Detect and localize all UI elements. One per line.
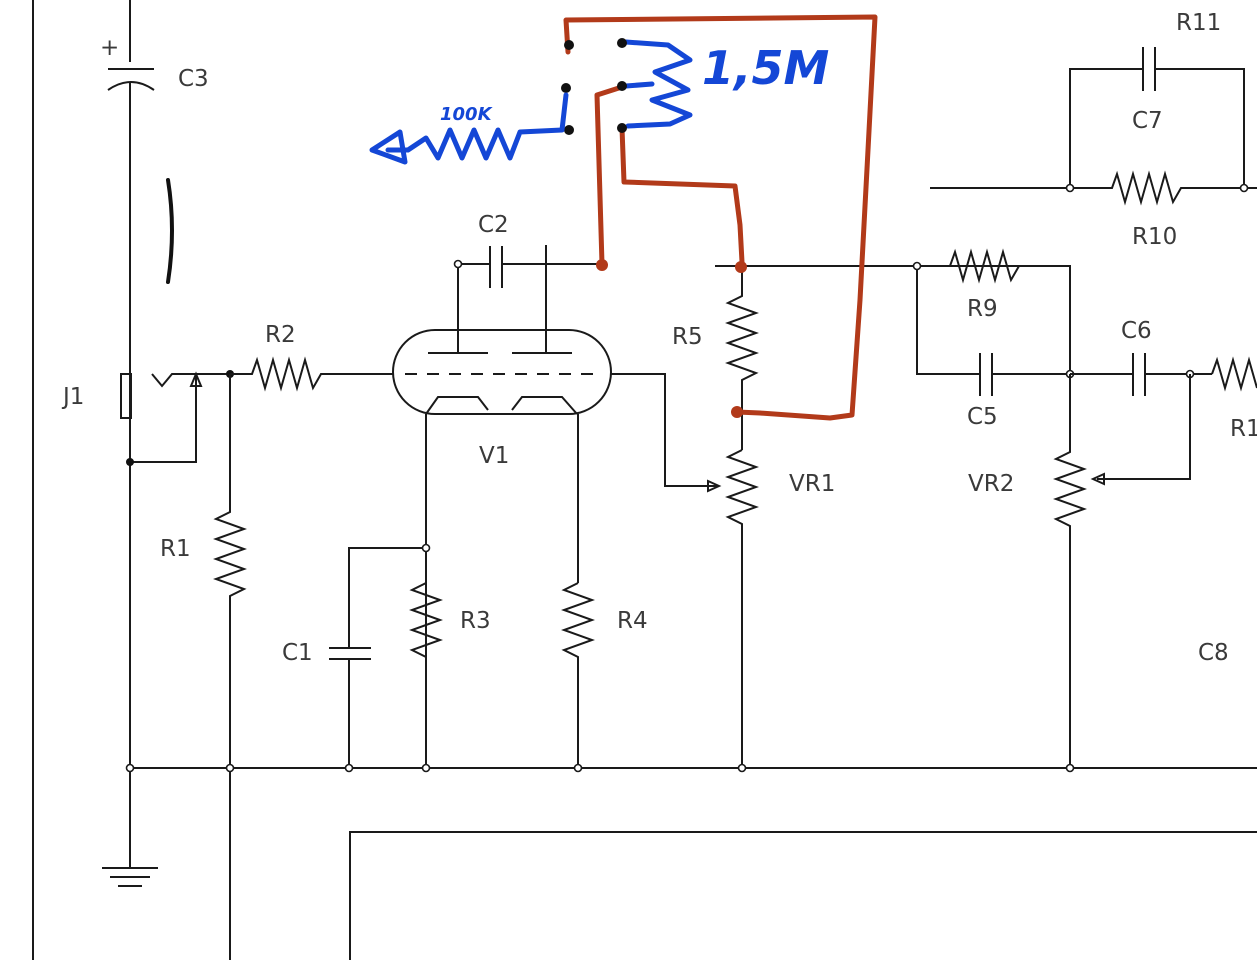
resistor-value-annotation: 100K [440,104,494,125]
pencil-mark [166,178,174,284]
resistor-r1 [213,374,247,960]
jack-j1 [120,371,230,463]
capacitor-c3: + [100,0,155,868]
resistor-r10 [930,170,1257,206]
junction [421,543,431,553]
resistor-r2 [230,356,393,392]
resistor-r4 [561,582,595,768]
capacitor-c7 [1069,47,1245,188]
resistor-r5 [725,266,759,450]
junction [912,261,922,271]
junction [1239,183,1249,193]
c3-label: C3 [178,66,209,92]
ground-symbol [102,867,158,887]
r2-label: R2 [265,322,296,348]
c6-label: C6 [1121,318,1152,344]
r4-label: R4 [617,608,648,634]
blue-resistor-annotation [369,92,569,165]
vr2-label: VR2 [968,471,1014,497]
v1-label: V1 [479,443,509,469]
j1-label: J1 [61,384,84,410]
r3-label: R3 [460,608,491,634]
r1-label: R1 [160,536,191,562]
capacitor-c5 [916,266,1070,396]
pot-value-annotation: 1,5M [702,41,829,95]
lower-panel-border [349,831,1257,960]
vr1-label: VR1 [789,471,835,497]
ground-junctions [125,763,1075,773]
r10-label: R10 [1132,224,1177,250]
r5-label: R5 [672,324,703,350]
blue-pot-annotation [561,38,693,135]
potentiometer-vr1 [725,449,759,768]
junction [1065,183,1075,193]
c8-label: C8 [1198,640,1229,666]
resistor-r9 [917,248,1071,374]
capacitor-c6 [1070,353,1257,396]
junction [453,259,463,269]
c2-label: C2 [478,212,509,238]
c7-label: C7 [1132,108,1163,134]
capacitor-c2 [458,246,600,288]
c3-plus-label: + [100,35,119,61]
c5-label: C5 [967,404,998,430]
potentiometer-vr2 [1053,374,1191,768]
tube-v1 [392,245,722,768]
junction [126,458,134,466]
resistor-r3 [409,582,443,658]
c1-label: C1 [282,640,313,666]
red-wire-annotation [563,14,878,421]
capacitor-c1 [329,547,426,768]
r11-label: R11 [1176,10,1221,36]
r9-label: R9 [967,296,998,322]
r-partial-label: R1 [1230,416,1257,442]
